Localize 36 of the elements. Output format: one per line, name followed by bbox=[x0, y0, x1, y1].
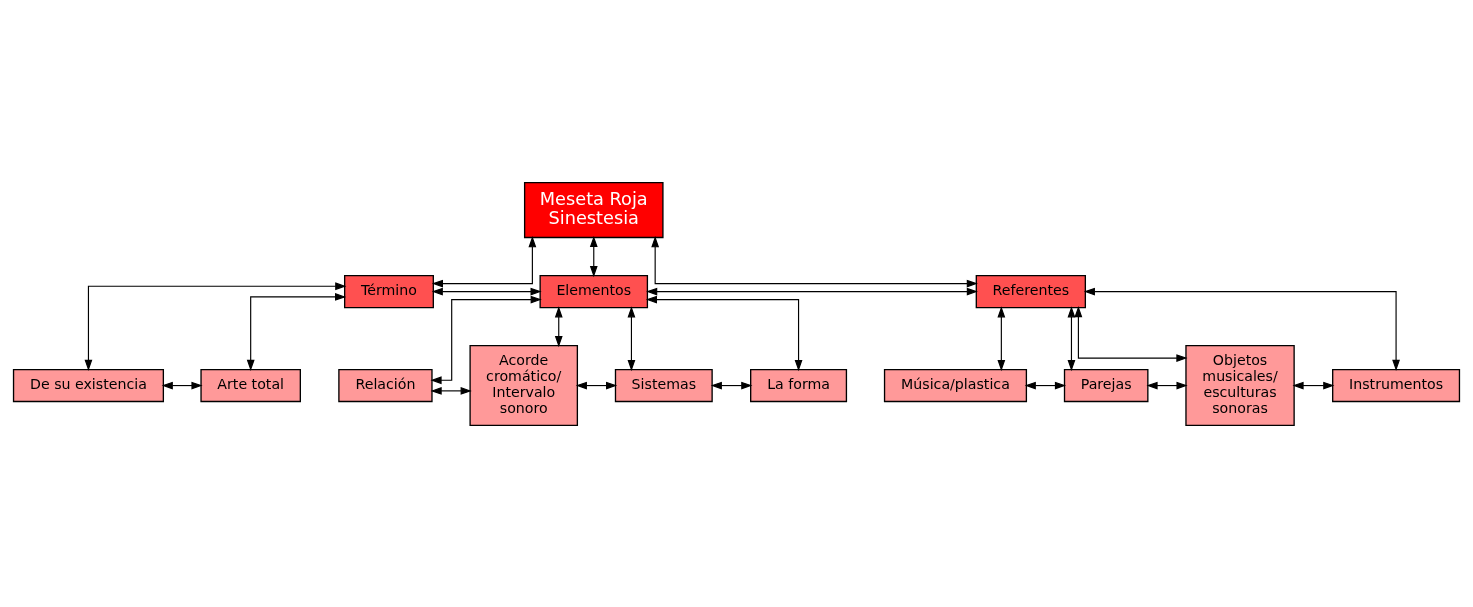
node-box: Objetos musicales/ esculturas sonoras bbox=[1185, 344, 1295, 426]
arrow bbox=[1067, 305, 1076, 371]
arrow bbox=[430, 386, 472, 395]
node-box: Término bbox=[344, 274, 434, 308]
arrow bbox=[84, 281, 347, 371]
arrow bbox=[1024, 381, 1067, 389]
arrow bbox=[430, 295, 542, 384]
arrow bbox=[1292, 381, 1335, 389]
arrow bbox=[710, 381, 753, 389]
arrow bbox=[997, 305, 1006, 371]
arrow bbox=[161, 381, 203, 389]
arrow bbox=[651, 235, 978, 288]
node-box: Sistemas bbox=[614, 368, 713, 402]
node-box: Elementos bbox=[539, 274, 649, 308]
node-box: Instrumentos bbox=[1332, 368, 1461, 402]
node-box: Meseta Roja Sinestesia bbox=[523, 181, 664, 238]
node-box: Arte total bbox=[200, 368, 301, 402]
node-box: Referentes bbox=[975, 274, 1086, 308]
arrow bbox=[1083, 287, 1400, 371]
node-box: Acorde cromático/ Intervalo sonoro bbox=[469, 344, 579, 426]
arrow bbox=[627, 305, 636, 371]
arrow bbox=[645, 295, 803, 371]
arrow bbox=[589, 235, 598, 277]
arrow bbox=[246, 292, 347, 371]
arrow bbox=[1074, 305, 1188, 362]
arrow bbox=[1146, 381, 1188, 389]
arrow bbox=[575, 381, 618, 389]
node-box: Parejas bbox=[1063, 368, 1149, 402]
node-box: Música/plastica bbox=[883, 368, 1028, 402]
node-box: La forma bbox=[750, 368, 848, 402]
arrow bbox=[431, 287, 542, 295]
arrow bbox=[431, 235, 537, 288]
arrow bbox=[554, 305, 563, 347]
node-box: De su existencia bbox=[12, 368, 165, 402]
arrow bbox=[646, 287, 978, 295]
node-box: Relación bbox=[338, 368, 433, 402]
